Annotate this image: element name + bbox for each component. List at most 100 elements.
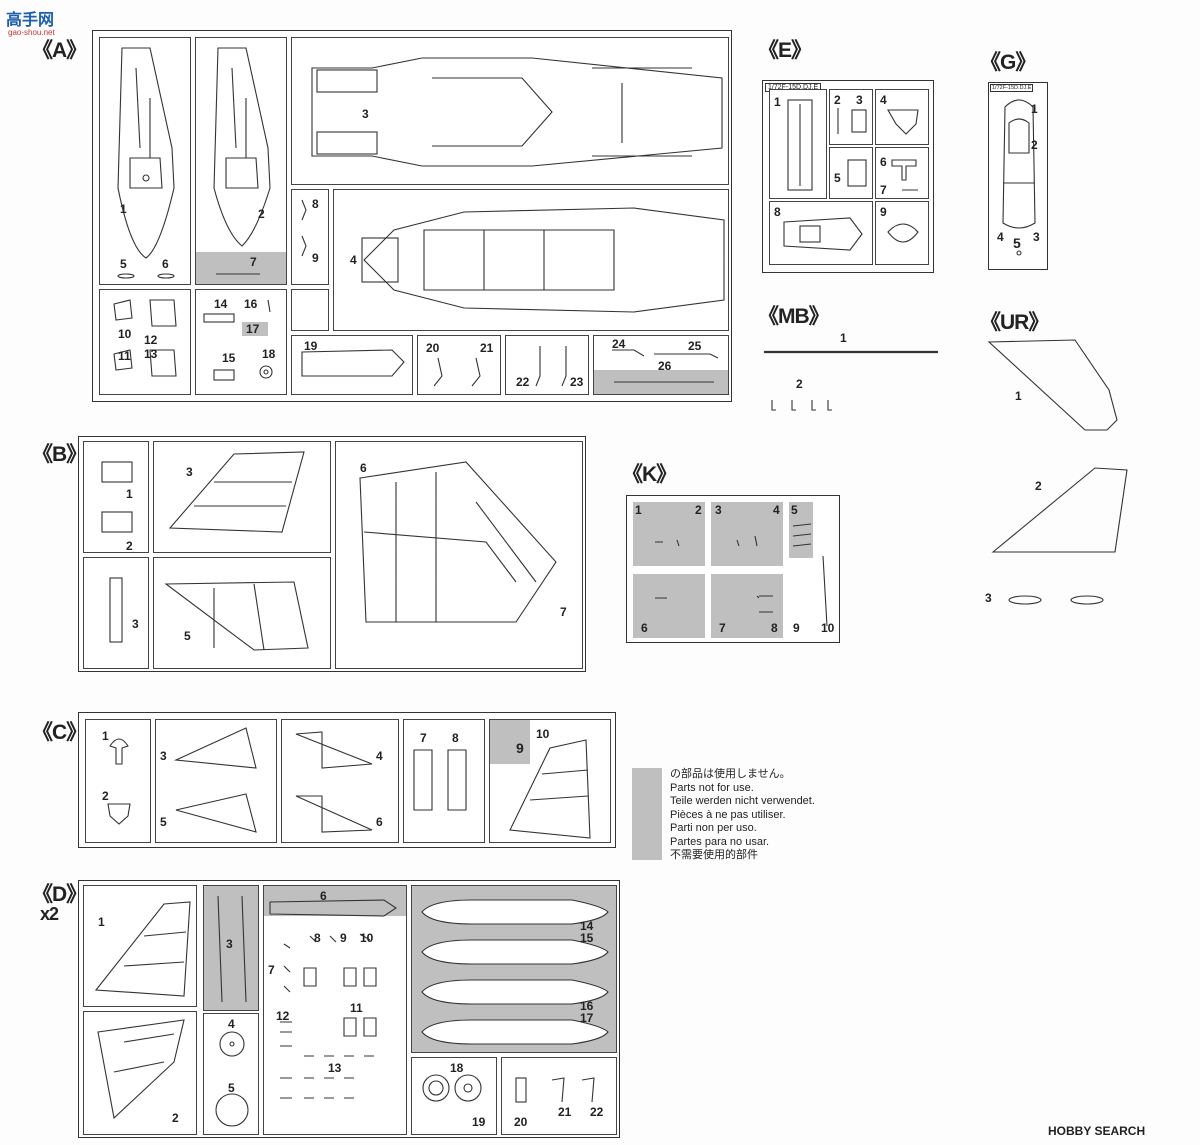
section-e-sprue: 1/72F-15D.DJ.E 1 2 3 4 5 6 7 8 9 bbox=[762, 80, 934, 273]
part-label: 10 bbox=[360, 931, 374, 945]
part-label: 4 bbox=[880, 93, 887, 107]
e-cell-part4: 4 bbox=[875, 89, 929, 145]
part-label: 2 bbox=[1031, 138, 1038, 152]
d-cell-parts4-5: 4 5 bbox=[203, 1013, 259, 1135]
part-label: 2 bbox=[258, 207, 265, 221]
part-label: 7 bbox=[250, 255, 257, 269]
part-label: 2 bbox=[796, 377, 803, 391]
part-label: 1 bbox=[120, 202, 127, 216]
legend-line: Parts not for use. bbox=[670, 781, 754, 794]
part-label: 3 bbox=[715, 503, 722, 517]
part-label: 9 bbox=[340, 931, 347, 945]
part-label: 6 bbox=[320, 889, 327, 903]
d-cell-parts18-19: 18 19 bbox=[411, 1057, 497, 1135]
part-label: 20 bbox=[514, 1115, 528, 1129]
section-ur-parts: 1 2 3 bbox=[985, 330, 1130, 610]
part-label: 9 bbox=[793, 621, 800, 635]
hobby-search-credit: HOBBY SEARCH bbox=[1048, 1124, 1146, 1138]
section-d-sprue: 1 2 3 4 5 6 7 8 9 10 11 12 13 14 15 16 1… bbox=[78, 880, 620, 1138]
section-a-sprue: 1 5 6 2 7 3 8 9 4 10 12 11 13 14 16 17 1… bbox=[92, 30, 732, 402]
a-cell-parts14-18: 14 16 17 15 18 bbox=[195, 289, 287, 395]
part-label: 4 bbox=[773, 503, 780, 517]
k-cell-parts1-2 bbox=[633, 502, 705, 566]
part-label: 1 bbox=[102, 729, 109, 743]
section-a-label: 《A》 bbox=[32, 39, 87, 62]
part-label: 18 bbox=[450, 1061, 464, 1075]
part-label: 3 bbox=[985, 591, 992, 605]
c-cell-parts9-10: 9 10 bbox=[489, 719, 611, 843]
k-cell-parts3-4 bbox=[711, 502, 783, 566]
part-label: 5 bbox=[184, 629, 191, 643]
part-label: 1 bbox=[1031, 102, 1038, 116]
part-label: 10 bbox=[821, 621, 835, 635]
legend-line: Partes para no usar. bbox=[670, 835, 770, 848]
a-cell-part19: 19 bbox=[291, 335, 413, 395]
section-k-sprue: 1 2 3 4 5 6 7 8 9 10 bbox=[626, 495, 840, 643]
part-label: 2 bbox=[1035, 479, 1042, 493]
a-cell-parts20-21: 20 21 bbox=[417, 335, 501, 395]
b-cell-part4: 3 bbox=[153, 441, 331, 553]
section-mb-parts: 1 2 bbox=[758, 328, 948, 428]
part-label: 10 bbox=[536, 727, 550, 741]
part-label: 3 bbox=[132, 617, 139, 631]
part-label: 3 bbox=[160, 749, 167, 763]
part-label: 7 bbox=[880, 183, 887, 197]
part-label: 13 bbox=[144, 347, 158, 361]
part-label: 11 bbox=[350, 1001, 363, 1015]
legend-line: の部品は使用しません。 bbox=[670, 768, 791, 780]
b-cell-parts1-2: 1 2 bbox=[83, 441, 149, 553]
part-label: 4 bbox=[350, 253, 357, 267]
part-label: 15 bbox=[580, 931, 594, 945]
part-label: 7 bbox=[719, 621, 726, 635]
part-label: 5 bbox=[120, 257, 127, 271]
a-cell-part4: 4 bbox=[333, 189, 729, 331]
e-cell-part1: 1 bbox=[769, 89, 827, 199]
part-label: 14 bbox=[214, 297, 228, 311]
e-cell-part5: 5 bbox=[829, 147, 873, 199]
a-cell-parts24-26: 24 25 26 bbox=[593, 335, 729, 395]
d-cell-parts14-17: 14 15 16 17 bbox=[411, 885, 617, 1053]
part-label: 5 bbox=[834, 171, 841, 185]
part-label: 1 bbox=[126, 487, 133, 501]
site-url: gao-shou.net bbox=[8, 28, 55, 37]
part-label: 19 bbox=[472, 1115, 486, 1129]
part-label: 7 bbox=[420, 731, 427, 745]
part-label: 2 bbox=[695, 503, 702, 517]
part-label: 16 bbox=[244, 297, 258, 311]
part-label: 8 bbox=[771, 621, 778, 635]
section-ur-label: 《UR》 bbox=[980, 311, 1049, 334]
part-label: 4 bbox=[376, 749, 383, 763]
section-mb-label: 《MB》 bbox=[758, 305, 830, 328]
unused-legend-swatch bbox=[632, 768, 662, 860]
a-cell-part1: 1 5 6 bbox=[99, 37, 191, 285]
part-label: 19 bbox=[304, 339, 318, 353]
part-label: 20 bbox=[426, 341, 440, 355]
part-label: 5 bbox=[1013, 235, 1021, 251]
a-cell-parts22-23: 22 23 bbox=[505, 335, 589, 395]
k-cell-part5 bbox=[789, 502, 813, 558]
a-cell-part3: 3 bbox=[291, 37, 729, 185]
part-label: 6 bbox=[641, 621, 648, 635]
section-e-label: 《E》 bbox=[758, 39, 812, 62]
e-cell-part9: 9 bbox=[875, 201, 929, 265]
d-cell-part2: 2 bbox=[83, 1011, 197, 1135]
part-label: 3 bbox=[362, 107, 369, 121]
part-label: 21 bbox=[558, 1105, 572, 1119]
d-cell-parts6-13: 6 7 8 9 10 11 12 13 bbox=[263, 885, 407, 1135]
section-g-label: 《G》 bbox=[980, 51, 1036, 74]
part-label: 8 bbox=[312, 197, 319, 211]
part-label: 6 bbox=[880, 155, 887, 169]
part-label: 11 bbox=[118, 349, 131, 363]
d-cell-part3: 3 bbox=[203, 885, 259, 1011]
unused-part-9 bbox=[490, 720, 530, 764]
part-label: 8 bbox=[314, 931, 321, 945]
part-label: 3 bbox=[186, 465, 193, 479]
legend-line: Parti non per uso. bbox=[670, 822, 757, 834]
part-label: 9 bbox=[880, 205, 887, 219]
part-label: 6 bbox=[360, 461, 367, 475]
k-cell-parts7-8 bbox=[711, 574, 783, 638]
part-label: 3 bbox=[856, 93, 863, 107]
unused-part-7 bbox=[196, 252, 286, 284]
part-label: 5 bbox=[228, 1081, 235, 1095]
c-cell-parts7-8: 7 8 bbox=[403, 719, 485, 843]
